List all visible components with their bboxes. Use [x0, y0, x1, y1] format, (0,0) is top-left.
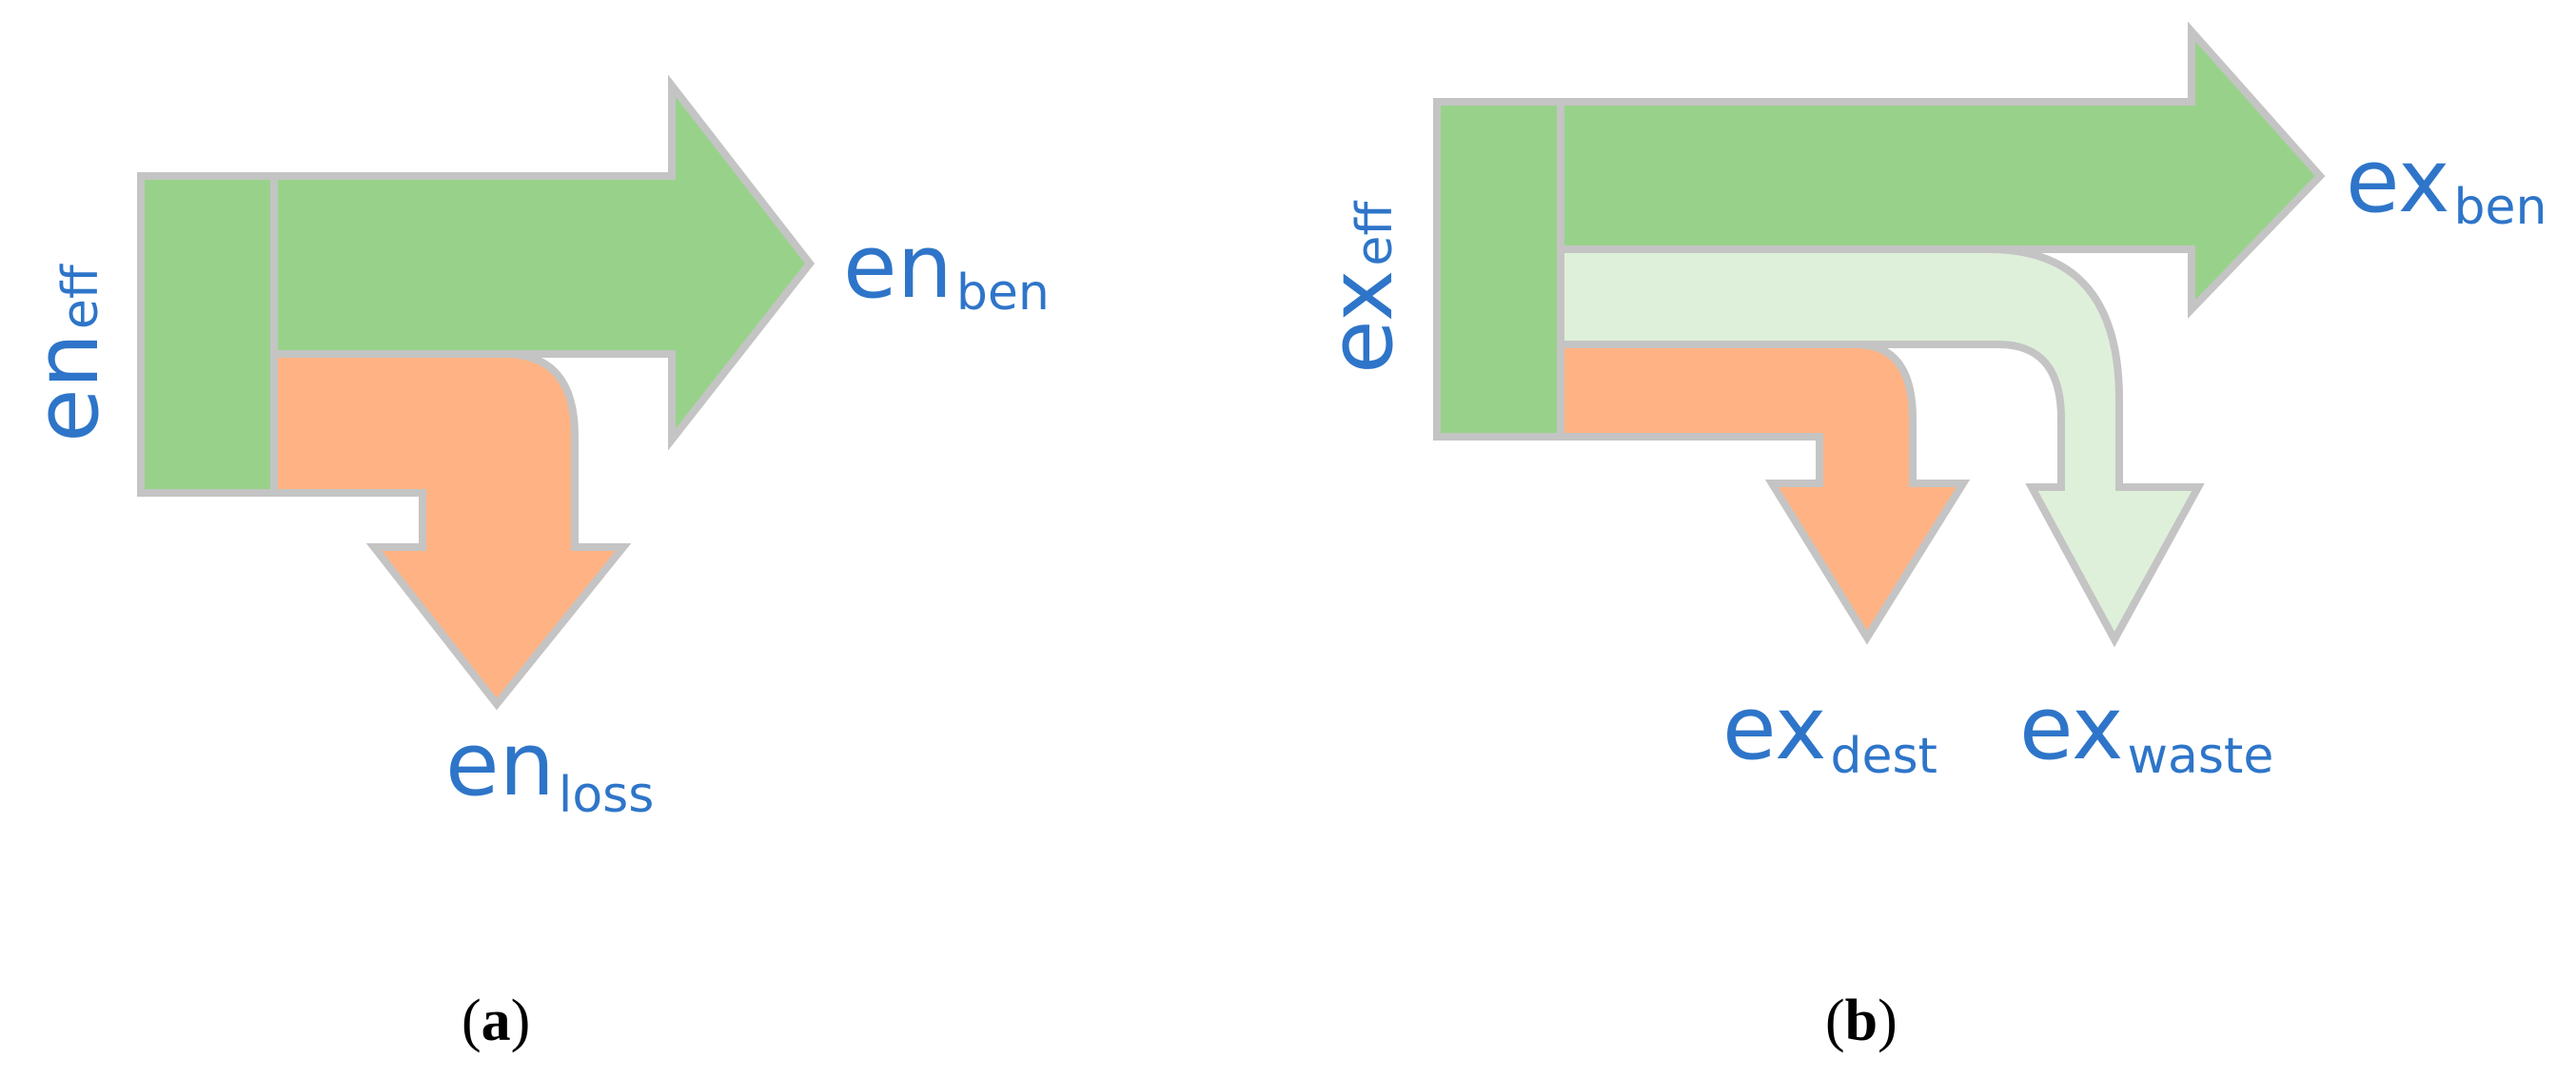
energy-effective-label: eneff: [16, 264, 118, 442]
panel-a-caption: (a): [462, 989, 530, 1053]
exergy-waste-arrow: [1557, 245, 2205, 648]
energy-effective-block: [137, 172, 278, 497]
panel-b: exeff exben exdest exwaste (b): [1310, 21, 2547, 1053]
exergy-effective-block: [1433, 98, 1564, 441]
energy-loss-arrow: [270, 350, 632, 711]
energy-beneficial-label: enben: [843, 216, 1050, 322]
panel-b-caption: (b): [1825, 989, 1898, 1053]
panel-a: eneff enben enloss (a): [16, 74, 1050, 1053]
exergy-destruction-label: exdest: [1722, 677, 1937, 785]
exergy-beneficial-arrow: [1557, 21, 2326, 319]
energy-beneficial-arrow: [270, 74, 816, 451]
exergy-beneficial-label: exben: [2346, 130, 2547, 236]
exergy-destruction-arrow: [1557, 341, 1971, 645]
energy-loss-label: enloss: [445, 714, 654, 824]
exergy-effective-label: exeff: [1310, 201, 1412, 374]
exergy-waste-label: exwaste: [2019, 677, 2273, 785]
